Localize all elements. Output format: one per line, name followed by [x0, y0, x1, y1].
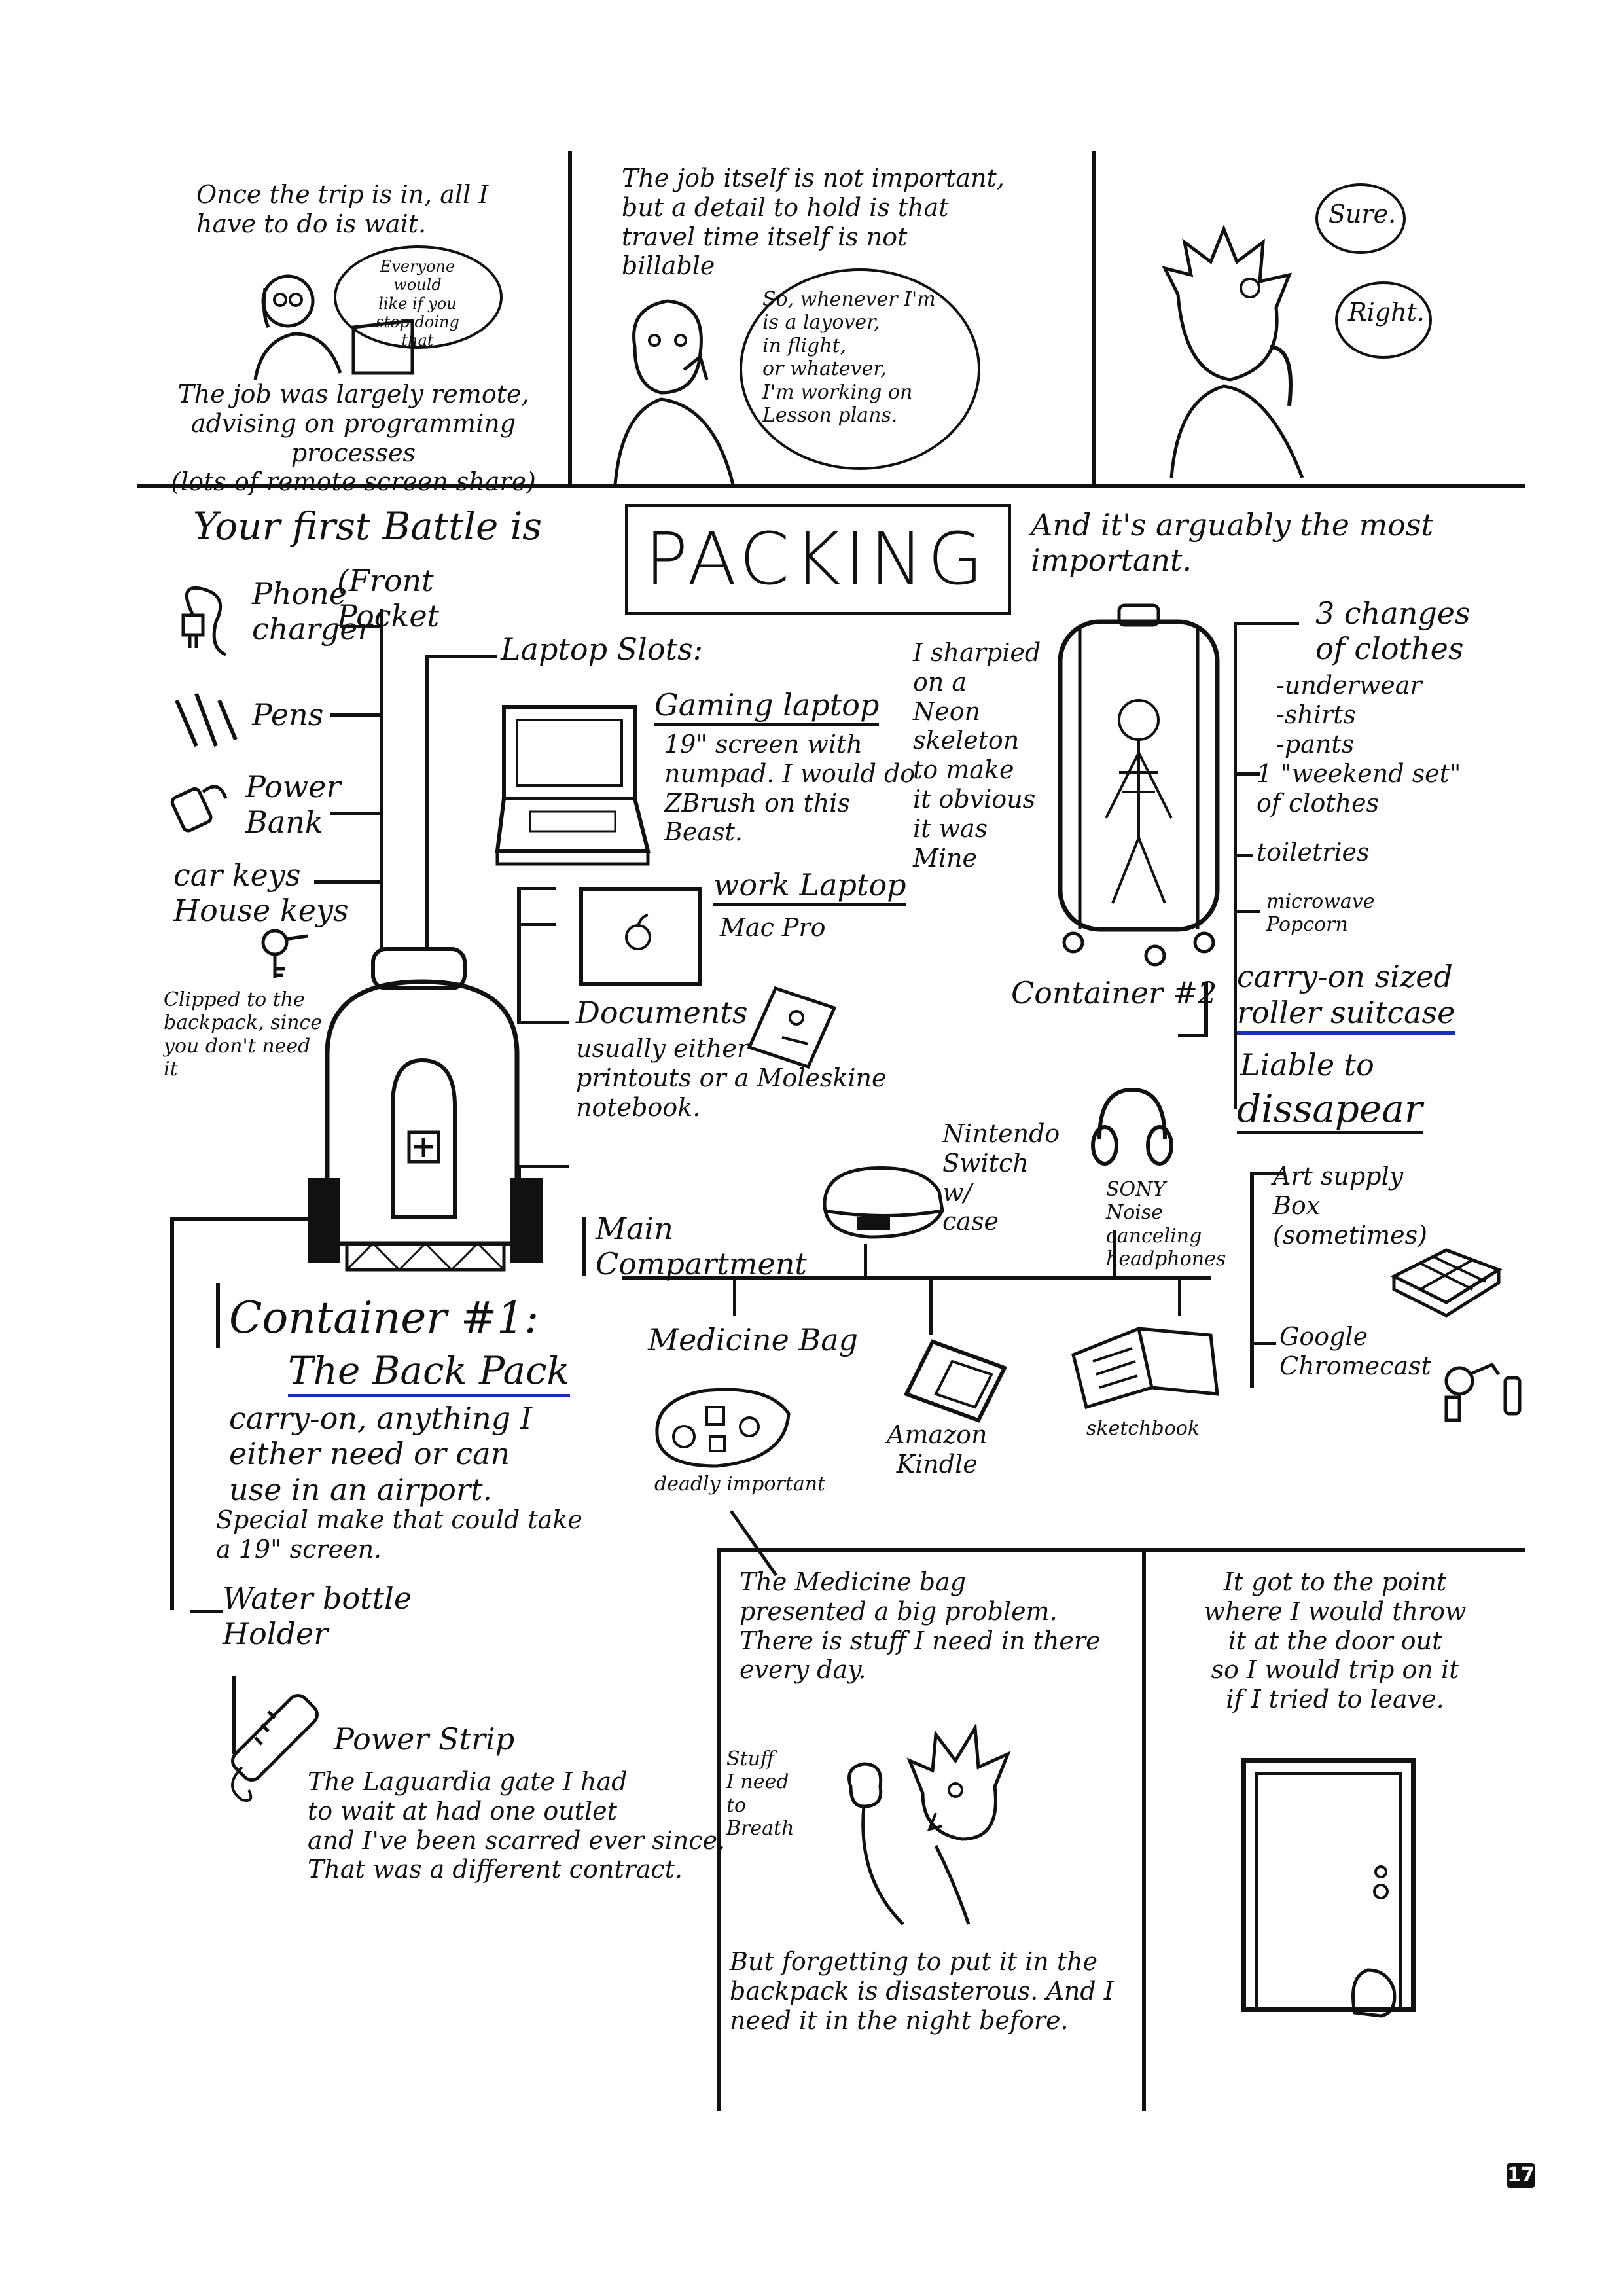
bottom-right-caption: It got to the point where I would throw … [1204, 1568, 1467, 1714]
weekend-set-label: 1 "weekend set" of clothes [1257, 759, 1461, 817]
container-2-desc-1: carry-on sized [1237, 959, 1453, 994]
power-bank-label: Power Bank [245, 769, 341, 840]
car-keys-label: car keys House keys [173, 857, 349, 929]
packing-intro-2: And it's arguably the most important. [1031, 507, 1434, 579]
power-strip-desc: The Laguardia gate I had to wait at had … [308, 1767, 726, 1884]
keys-icon [261, 929, 308, 978]
panel-1-speech: Everyone would like if you stop doing th… [376, 257, 459, 350]
sketchbook-label: sketchbook [1086, 1417, 1200, 1440]
packing-intro: Your first Battle is [193, 504, 543, 548]
panel-3-speech-bubble-2 [1335, 281, 1432, 359]
bottom-mid-character-holding-inhaler [847, 1723, 1011, 1926]
panel-1-speech-bubble [334, 245, 503, 349]
phone-charger-icon [181, 586, 227, 656]
pens-icon [175, 692, 238, 747]
container-2-bracket [1204, 982, 1208, 1034]
water-bottle-label: Water bottle Holder [223, 1581, 412, 1652]
bottom-mid-caption: The Medicine bag presented a big problem… [740, 1568, 1101, 1685]
kindle-icon [903, 1339, 1008, 1423]
sketchbook-icon [1071, 1326, 1219, 1410]
laptop-slots-label: Laptop Slots: [501, 632, 704, 667]
medicine-bag-icon [655, 1388, 791, 1468]
gaming-laptop-label: Gaming laptop [654, 687, 880, 726]
documents-desc: usually either printouts or a Moleskine … [576, 1034, 887, 1122]
container-1-name: The Back Pack [288, 1348, 570, 1398]
packing-title: PACKING [645, 517, 988, 601]
pens-label: Pens [252, 697, 324, 732]
panel-2-speech-bubble [740, 268, 980, 470]
panel-3-speech-1: Sure. [1329, 200, 1397, 228]
clipped-note: Clipped to the backpack, since you don't… [164, 988, 323, 1081]
art-supply-box-icon [1390, 1248, 1503, 1318]
chromecast-icon [1444, 1362, 1522, 1422]
container-1-desc: carry-on, anything I either need or can … [229, 1401, 532, 1507]
front-pocket-label: (Front Pocket [337, 563, 440, 634]
headphones-icon [1091, 1087, 1173, 1166]
door-with-medicine-bag [1241, 1758, 1416, 2018]
backpack-icon [308, 947, 543, 1272]
panel-3-speech-bubble-1 [1315, 183, 1406, 254]
work-laptop-label: work Laptop [713, 867, 906, 906]
packing-title-box [625, 504, 1011, 615]
main-compartment-line [170, 1217, 174, 1610]
medicine-bag-note: deadly important [654, 1473, 826, 1496]
panel-1-character-at-laptop [253, 274, 414, 380]
suitcase-icon [1058, 603, 1220, 967]
main-compartment-label: Main Compartment [596, 1211, 807, 1282]
clothes-list: -underwear -shirts -pants [1276, 671, 1422, 759]
container-2-warning-1: Liable to [1240, 1047, 1374, 1083]
work-laptop-desc: Mac Pro [720, 913, 826, 942]
gaming-laptop-desc: 19" screen with numpad. I would do ZBrus… [664, 730, 916, 847]
sony-headphones-label: SONY Noise canceling headphones [1106, 1178, 1226, 1271]
toiletries-label: toiletries [1257, 838, 1370, 867]
medicine-bag-label: Medicine Bag [648, 1322, 859, 1357]
three-changes-label: 3 changes of clothes [1315, 596, 1471, 667]
container-2-label: Container #2 [1011, 975, 1217, 1011]
panel-1-caption-top: Once the trip is in, all I have to do is… [196, 180, 489, 238]
panel-2-character-thinking [613, 299, 735, 485]
container-1-note: Special make that could take a 19" scree… [216, 1505, 582, 1564]
laptop-slots-bracket [425, 655, 429, 949]
popcorn-label: microwave Popcorn [1266, 890, 1375, 937]
panel-3-speech-2: Right. [1348, 298, 1425, 327]
front-pocket-bracket [380, 609, 383, 949]
panel-2-caption: The job itself is not important, but a d… [622, 164, 1005, 281]
container-2-warning-2: dissapear [1237, 1086, 1423, 1135]
container-1-bracket [216, 1283, 220, 1348]
kindle-label: Amazon Kindle [887, 1420, 988, 1479]
notebook-icon [747, 986, 837, 1069]
phone-charger-label: Phone charger [252, 576, 372, 647]
bottom-mid-caption-2: But forgetting to put it in the backpack… [730, 1947, 1114, 2035]
page-number: 17 [1507, 2163, 1535, 2188]
panel-1-caption-bottom: The job was largely remote, advising on … [171, 380, 536, 497]
power-strip-icon [231, 1694, 319, 1802]
nintendo-switch-case-icon [823, 1166, 944, 1239]
container-2-desc-2: roller suitcase [1237, 995, 1455, 1035]
work-laptop-icon [579, 887, 702, 986]
documents-label: Documents [576, 995, 748, 1030]
bottom-mid-speech: Stuff I need to Breath [726, 1748, 794, 1840]
medicine-pointer [730, 1510, 777, 1577]
nintendo-switch-label: Nintendo Switch w/ case [942, 1119, 1060, 1236]
container-1-label: Container #1: [229, 1293, 539, 1343]
sharpie-note: I sharpied on a Neon skeleton to make it… [913, 638, 1041, 872]
power-strip-label: Power Strip [334, 1721, 515, 1757]
power-bank-icon [170, 785, 228, 833]
panel-2-speech: So, whenever I'm is a layover, in flight… [762, 288, 936, 427]
chromecast-label: Google Chromecast [1279, 1322, 1431, 1380]
apple-logo-icon [625, 914, 651, 950]
gaming-laptop-icon [495, 705, 651, 866]
panel-3-character-skeptical [1162, 224, 1304, 478]
art-supply-label: Art supply Box (sometimes) [1273, 1162, 1427, 1249]
